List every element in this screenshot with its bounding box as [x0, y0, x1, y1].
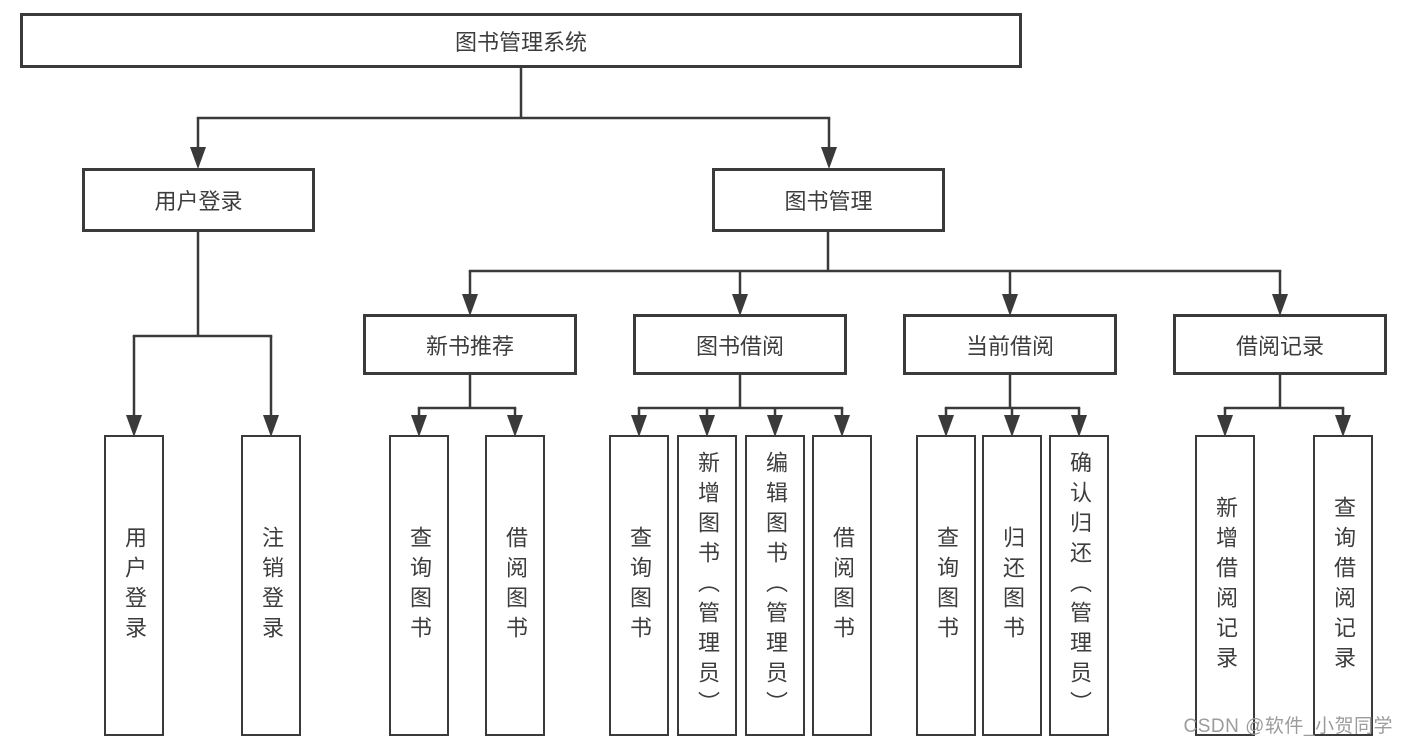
- leaf-borrow-books-recommend: 借阅图书: [485, 435, 545, 736]
- leaf-borrow-books-borrowing: 借阅图书: [812, 435, 872, 736]
- leaf-label: 借阅图书: [830, 525, 855, 646]
- leaf-label: 查询图书: [407, 525, 432, 646]
- leaf-confirm-return-admin: 确认归还（管理员）: [1049, 435, 1109, 736]
- node-current-borrowing: 当前借阅: [903, 314, 1117, 375]
- node-book-borrowing: 图书借阅: [633, 314, 847, 375]
- node-library-management-system: 图书管理系统: [20, 13, 1022, 68]
- leaf-query-books-recommend: 查询图书: [389, 435, 449, 736]
- leaf-label: 新增借阅记录: [1213, 495, 1238, 676]
- node-label: 用户登录: [154, 189, 243, 214]
- leaf-label: 查询借阅记录: [1331, 495, 1356, 676]
- leaf-label: 确认归还（管理员）: [1067, 450, 1092, 721]
- leaf-logout: 注销登录: [241, 435, 301, 736]
- node-label: 图书管理: [784, 189, 873, 214]
- leaf-label: 查询图书: [934, 525, 959, 646]
- node-new-book-recommendation: 新书推荐: [363, 314, 577, 375]
- connector-strokes: [132, 67, 1345, 416]
- leaf-edit-book-admin: 编辑图书（管理员）: [745, 435, 805, 736]
- node-label: 当前借阅: [965, 333, 1054, 359]
- leaf-query-borrow-record: 查询借阅记录: [1313, 435, 1373, 736]
- leaf-query-books-current: 查询图书: [916, 435, 976, 736]
- node-borrowing-records: 借阅记录: [1173, 314, 1387, 375]
- node-label: 借阅记录: [1235, 333, 1324, 359]
- watermark-text: CSDN @软件_小贺同学: [1183, 716, 1393, 737]
- node-book-management: 图书管理: [712, 168, 945, 232]
- leaf-add-borrow-record: 新增借阅记录: [1195, 435, 1255, 736]
- leaf-label: 归还图书: [1000, 525, 1025, 646]
- leaf-label: 用户登录: [122, 525, 147, 646]
- node-label: 新书推荐: [425, 333, 514, 359]
- node-label: 图书借阅: [695, 333, 784, 359]
- leaf-query-books-borrowing: 查询图书: [609, 435, 669, 736]
- arrowheads: [126, 147, 1351, 437]
- leaf-label: 注销登录: [259, 525, 284, 646]
- leaf-label: 编辑图书（管理员）: [763, 450, 788, 721]
- node-label: 图书管理系统: [454, 29, 587, 55]
- leaf-label: 新增图书（管理员）: [695, 450, 720, 721]
- leaf-add-book-admin: 新增图书（管理员）: [677, 435, 737, 736]
- leaf-label: 查询图书: [627, 525, 652, 646]
- leaf-label: 借阅图书: [503, 525, 528, 646]
- leaf-return-book: 归还图书: [982, 435, 1042, 736]
- node-user-login: 用户登录: [82, 168, 315, 232]
- leaf-user-login: 用户登录: [104, 435, 164, 736]
